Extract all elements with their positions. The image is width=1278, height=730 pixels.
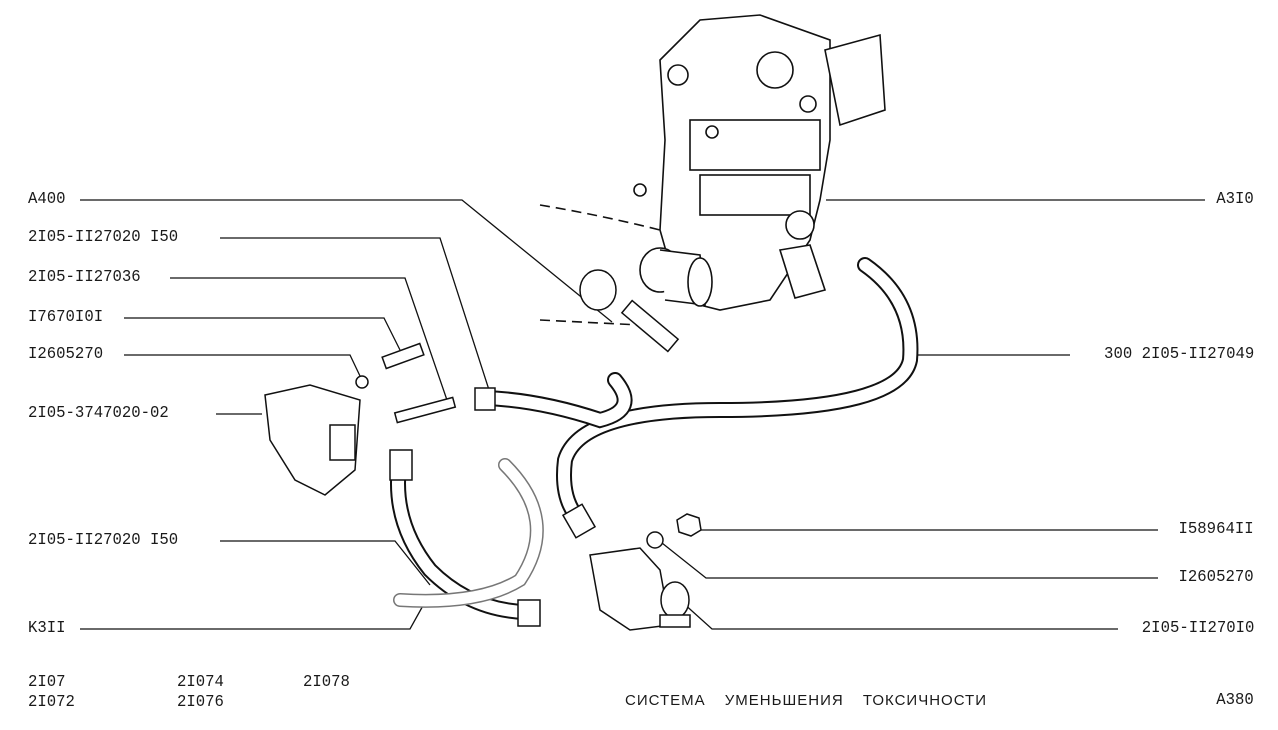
bolt [381,342,425,370]
callout-label: I7670I0I [28,308,104,327]
model-code: 2I072 [28,693,75,712]
model-code: 2I074 [177,673,224,692]
callout-label: I2605270 [1178,568,1254,587]
leader-line [661,542,1158,579]
hose-end [517,599,541,627]
callout-label: 2I05-II27036 [28,268,141,287]
nozzle-fitting [620,299,680,353]
tee-fitting [393,396,457,424]
leader-line [80,601,426,630]
leader-line [681,601,1118,630]
electro-valve-terminal [659,614,691,628]
leader-line [220,540,431,586]
callout-label: 300 2I05-II27049 [1103,345,1254,364]
callout-label: A400 [28,190,66,209]
washer [646,531,664,549]
model-code: 2I078 [303,673,350,692]
callout-label: K3II [28,619,66,638]
rubber-cap [579,269,617,311]
leader-line [170,277,449,404]
callout-label: I58964II [1178,520,1254,539]
callout-label: 2I05-II27020 I50 [28,228,179,247]
electro-valve-cap [660,581,690,619]
leader-line [80,199,613,323]
solenoid-valve [264,384,361,496]
leader-line [124,317,401,351]
callout-label: 2I05-II270I0 [1141,619,1254,638]
hose-end [561,503,597,539]
electro-valve [589,547,671,631]
hoses [390,257,919,620]
callout-label: A3I0 [1216,190,1254,209]
callout-label: I2605270 [28,345,104,364]
leader-line [124,354,361,377]
page-title: СИСТЕМА УМЕНЬШЕНИЯ ТОКСИЧНОСТИ [625,692,987,709]
page-code: A380 [1216,691,1254,710]
nut [676,513,702,537]
washer [355,375,369,389]
hose-end [474,387,496,411]
model-code: 2I07 [28,673,66,692]
model-code: 2I076 [177,693,224,712]
carburetor [539,14,886,326]
callout-label: 2I05-II27020 I50 [28,531,179,550]
leader-line [220,237,491,394]
valve-connector [329,424,356,461]
callout-label: 2I05-3747020-02 [28,404,169,423]
hose-end [389,449,413,481]
